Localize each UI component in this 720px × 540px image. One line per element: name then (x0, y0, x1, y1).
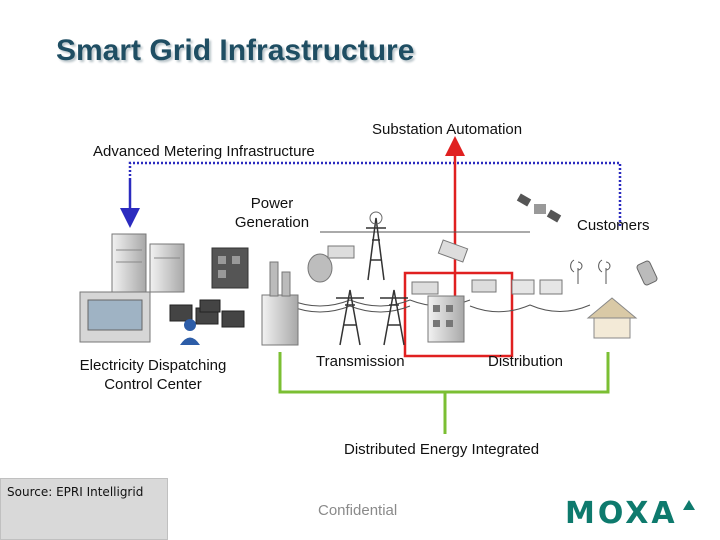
operator-icon (180, 319, 200, 345)
monitors-icon (169, 299, 245, 328)
label-power-generation-line2: Generation (234, 214, 310, 231)
antenna-icon (369, 211, 383, 225)
label-dispatching-center: Electricity Dispatching Control Center (60, 356, 246, 394)
label-power-generation: Power Generation (222, 194, 322, 232)
wireless-icons (570, 259, 611, 284)
control-desk-icon (79, 291, 151, 343)
distributed-energy-link (278, 352, 610, 434)
tank-icon (307, 253, 333, 283)
router-icon (327, 239, 497, 295)
moxa-logo: MOXA (565, 496, 695, 532)
label-dispatching-line2: Control Center (104, 376, 202, 393)
label-transmission: Transmission (316, 353, 405, 370)
logo-text: MOXA (565, 496, 678, 531)
power-plant-icon (261, 261, 299, 346)
satellite-icon (516, 193, 562, 223)
server-rack-icon (111, 233, 185, 293)
label-customers: Customers (577, 217, 650, 234)
substation-link (403, 136, 514, 358)
meter-icons (511, 279, 563, 295)
label-distribution: Distribution (488, 353, 564, 370)
transmission-tower-icon (336, 217, 408, 346)
page-title: Smart Grid Infrastructure (56, 34, 415, 67)
metering-link (120, 161, 622, 228)
label-advanced-metering: Advanced Metering Infrastructure (93, 143, 315, 160)
label-substation-automation: Substation Automation (372, 121, 523, 138)
generation-building-icon (211, 247, 249, 289)
house-icon (586, 297, 638, 339)
label-distributed-energy: Distributed Energy Integrated (344, 441, 540, 458)
logo-mark-icon (683, 500, 695, 510)
substation-building-icon (427, 295, 465, 343)
label-dispatching-line1: Electricity Dispatching (79, 357, 227, 374)
power-lines (289, 231, 591, 313)
label-power-generation-line1: Power (250, 195, 294, 212)
source-note: Source: EPRI Intelligrid (0, 478, 168, 540)
confidential-label: Confidential (318, 502, 398, 519)
phone-icon (636, 260, 658, 286)
